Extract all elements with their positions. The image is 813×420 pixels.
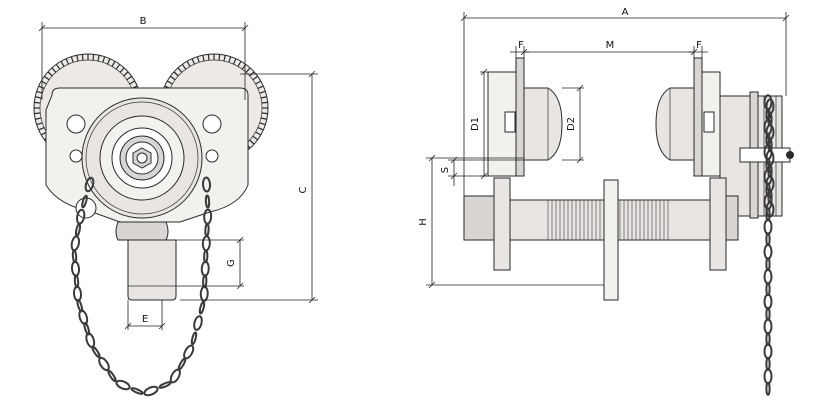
chain-link: [81, 194, 88, 209]
chain-link: [193, 315, 203, 331]
chain-link: [765, 307, 771, 322]
chain-link: [765, 201, 775, 218]
chain-link: [71, 249, 78, 264]
label-g: G: [226, 259, 237, 267]
chain-link: [202, 274, 208, 289]
chain-link: [200, 260, 210, 277]
axle: [463, 177, 739, 301]
side-hand-chain: [763, 94, 775, 396]
chain-link: [143, 385, 159, 397]
dimension-m: M: [520, 40, 698, 56]
chain-link: [199, 285, 209, 302]
left-roller: [523, 87, 563, 161]
dimension-f-right: F: [688, 40, 708, 72]
dimension-d1: D1: [470, 68, 488, 180]
label-b: B: [140, 16, 147, 27]
chain-link: [763, 293, 773, 310]
dimension-b: B: [38, 16, 249, 100]
chain-link: [91, 345, 101, 359]
chain-link: [70, 235, 81, 252]
chain-link: [84, 176, 95, 193]
plate-hole-tl: [66, 114, 86, 134]
label-d1: D1: [470, 117, 481, 131]
label-d2: D2: [566, 117, 577, 131]
chain-link: [763, 318, 773, 335]
chain-link: [765, 257, 771, 272]
plate-hole-tr: [202, 114, 222, 134]
chain-link: [177, 357, 187, 371]
dimension-d2: D2: [562, 84, 584, 164]
hook-body: [115, 221, 177, 301]
chain-link: [203, 249, 209, 264]
label-a: A: [622, 7, 629, 18]
chain-link: [201, 176, 212, 193]
chain-link: [190, 331, 198, 346]
chain-link: [73, 274, 80, 289]
chain-link: [763, 268, 773, 285]
dimension-h: H: [418, 154, 604, 289]
chain-link: [204, 194, 211, 209]
dimension-c: C: [180, 70, 318, 304]
label-h: H: [418, 218, 429, 226]
dimension-a: A: [460, 7, 790, 196]
label-e: E: [142, 314, 148, 325]
chain-link: [765, 356, 771, 371]
chain-link: [763, 343, 773, 360]
chain-link: [765, 232, 771, 247]
chain-link: [107, 369, 117, 383]
chain-link: [763, 218, 773, 235]
label-s: S: [440, 167, 451, 173]
label-c: C: [298, 186, 309, 193]
side-view: A F M F D1: [418, 7, 794, 396]
chain-link: [765, 282, 771, 297]
chain-link: [204, 223, 210, 237]
plate-hole-bl: [69, 149, 83, 163]
label-f-right: F: [696, 40, 702, 51]
hand-wheel: [81, 97, 203, 219]
label-m: M: [606, 40, 615, 51]
chain-link: [158, 381, 172, 389]
label-f-left: F: [518, 40, 524, 51]
chain-link: [75, 223, 81, 237]
chain-link: [763, 368, 773, 385]
plate-hole-br: [205, 149, 219, 163]
chain-link: [70, 260, 81, 277]
chain-link: [765, 331, 771, 346]
front-view: B C G E: [33, 16, 318, 397]
chain-link: [78, 309, 89, 326]
chain-link: [198, 300, 206, 315]
chain-link: [183, 344, 195, 360]
chain-link: [98, 356, 110, 372]
dimension-g: G: [176, 236, 244, 290]
chain-link: [201, 235, 211, 252]
chain-link: [72, 285, 83, 302]
chain-link: [130, 387, 144, 395]
hand-chain: [70, 176, 213, 397]
chain-link: [765, 381, 771, 396]
chain-link: [115, 379, 131, 391]
right-roller: [655, 87, 695, 161]
dimension-e: E: [124, 300, 166, 330]
chain-link: [85, 332, 96, 349]
chain-link: [763, 243, 773, 260]
chain-link: [169, 368, 181, 384]
chain-link: [203, 208, 213, 225]
